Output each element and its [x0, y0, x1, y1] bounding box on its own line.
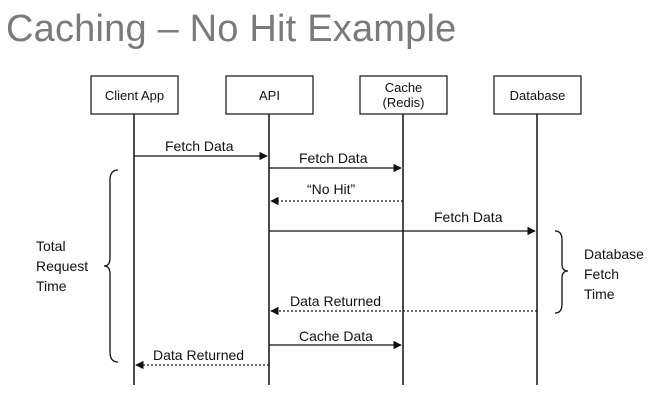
db-label-line3: Time [584, 286, 615, 302]
db-label-line2: Fetch [584, 266, 620, 282]
cache-label-line2: (Redis) [382, 95, 425, 110]
total-label-line2: Request [36, 258, 89, 274]
message-label-4: Fetch Data [434, 209, 503, 225]
api-box [225, 75, 314, 115]
cache-box [359, 75, 448, 115]
message-label-3: “No Hit” [307, 181, 356, 197]
database-label: Database [509, 87, 566, 103]
total-request-time-brace [103, 169, 119, 363]
message-label-2: Fetch Data [299, 150, 368, 166]
message-label-1: Fetch Data [165, 138, 234, 154]
total-request-time-label: Total Request Time [36, 236, 88, 296]
total-label-line3: Time [36, 278, 67, 294]
database-fetch-time-label: Database Fetch Time [584, 244, 644, 304]
client-app-box [90, 75, 179, 115]
client-app-label: Client App [104, 87, 165, 103]
db-label-line1: Database [584, 246, 644, 262]
cache-label: Cache (Redis) [360, 76, 447, 114]
database-fetch-time-brace [554, 230, 569, 314]
api-label: API [259, 87, 280, 103]
message-label-5: Data Returned [290, 293, 382, 309]
total-label-line1: Total [36, 238, 66, 254]
page-title: Caching – No Hit Example [6, 8, 457, 50]
message-label-6: Cache Data [299, 328, 373, 344]
cache-label-line1: Cache [384, 80, 423, 95]
message-label-7: Data Returned [153, 347, 245, 363]
